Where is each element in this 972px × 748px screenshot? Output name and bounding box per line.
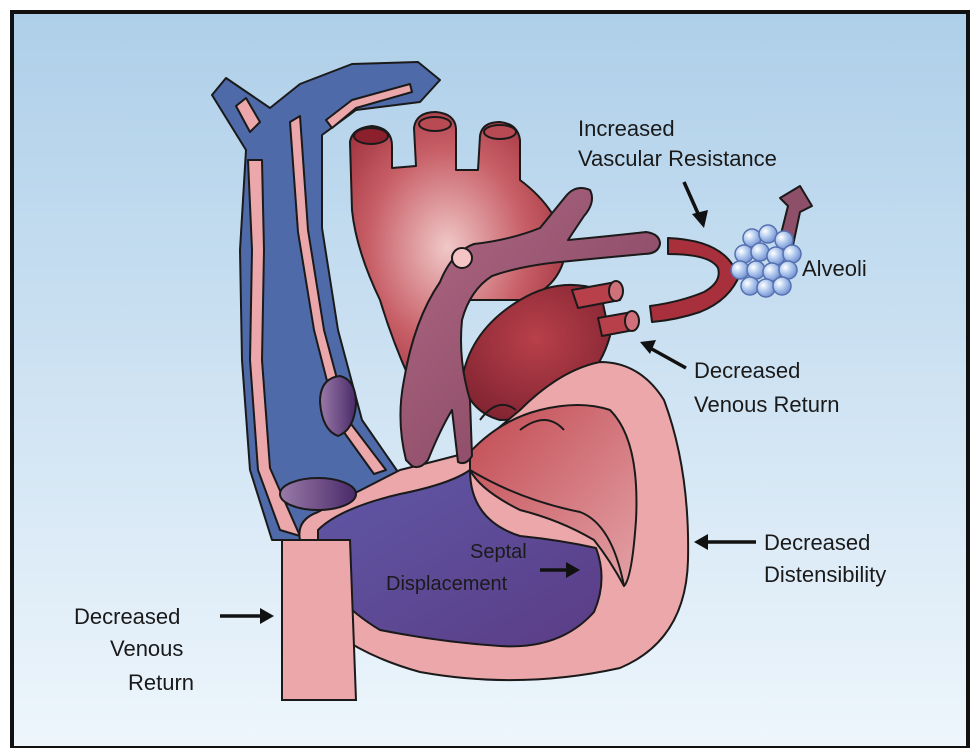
label-venous-left: Venous bbox=[110, 636, 183, 661]
label-venous-return-right: Venous Return bbox=[694, 392, 840, 417]
label-displacement: Displacement bbox=[386, 573, 508, 595]
label-increased: Increased bbox=[578, 116, 675, 141]
label-septal: Septal bbox=[470, 541, 527, 563]
label-vascular-resistance: Vascular Resistance bbox=[578, 146, 777, 171]
label-alveoli: Alveoli bbox=[802, 256, 867, 281]
label-decreased-left: Decreased bbox=[74, 604, 180, 629]
label-decreased-right: Decreased bbox=[694, 358, 800, 383]
label-distensibility: Distensibility bbox=[764, 562, 886, 587]
label-return-left: Return bbox=[128, 670, 194, 695]
inferior-vena-cava bbox=[282, 540, 356, 700]
label-decreased-distensibility: Decreased bbox=[764, 530, 870, 555]
